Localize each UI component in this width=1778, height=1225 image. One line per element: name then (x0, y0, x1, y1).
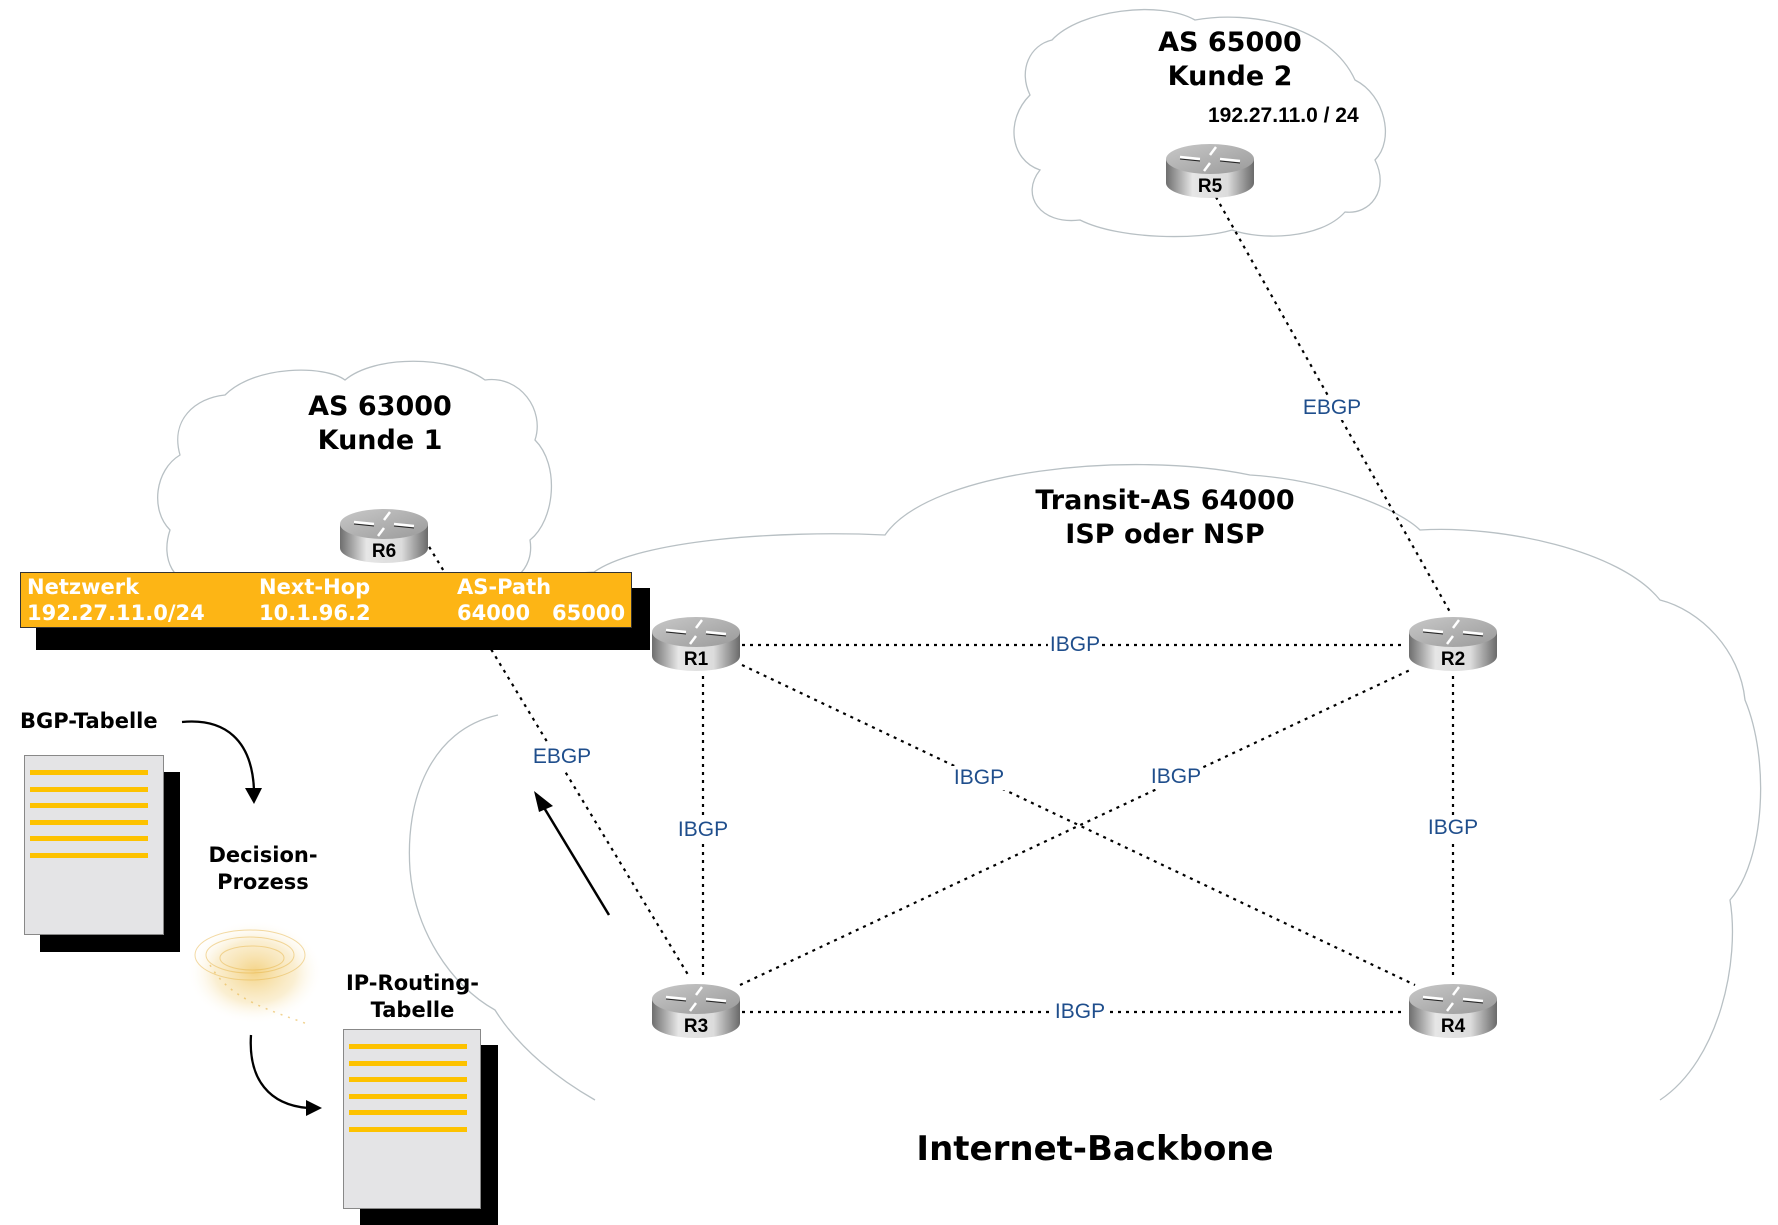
router-label: R6 (371, 541, 397, 562)
router-label: R4 (1440, 1016, 1466, 1037)
link-label-r3-r2: IBGP (1148, 765, 1204, 789)
router-icon (652, 984, 740, 1038)
cell-network: 192.27.11.0/24 (27, 601, 205, 625)
decision-line1: Decision- (208, 843, 318, 867)
router-label: R2 (1440, 649, 1466, 670)
header-as-path: AS-Path (457, 575, 552, 599)
as-number: Transit-AS 64000 (1035, 485, 1295, 516)
router-icon (652, 617, 740, 671)
decision-process-title: Decision- Prozess (198, 842, 328, 897)
header-next-hop: Next-Hop (259, 575, 371, 599)
routing-table-document-icon (343, 1029, 481, 1209)
provider-type: ISP oder NSP (1065, 518, 1265, 550)
router-label: R3 (683, 1016, 709, 1037)
router-icon (1409, 617, 1497, 671)
routing-line1: IP-Routing- (345, 971, 480, 995)
header-network: Netzwerk (27, 575, 140, 599)
bgp-entry-table: Netzwerk Next-Hop AS-Path 192.27.11.0/24… (20, 572, 632, 628)
link-label-r6-r3: EBGP (530, 745, 594, 769)
arrow-head-routing (306, 1100, 322, 1116)
router-label: R5 (1197, 176, 1223, 197)
cloud-kunde1-title: AS 63000 Kunde 1 (260, 390, 500, 458)
router-r3[interactable]: R3 (650, 979, 742, 1041)
decision-swirl-icon (187, 920, 323, 1026)
link-label-r5-r2: EBGP (1300, 396, 1364, 420)
link-label-r1-r2: IBGP (1047, 633, 1103, 657)
router-r5[interactable]: R5 (1164, 139, 1256, 201)
curved-arrow-icon (181, 720, 309, 1110)
link-label-r1-r4: IBGP (951, 766, 1007, 790)
link-label-r3-r4: IBGP (1052, 1000, 1108, 1024)
backbone-title: Internet-Backbone (916, 1129, 1274, 1169)
router-icon (1409, 984, 1497, 1038)
router-icon (340, 509, 428, 563)
cloud-kunde2 (1013, 9, 1387, 238)
router-icon (1166, 144, 1254, 198)
customer-name: Kunde 2 (1167, 60, 1293, 92)
cell-next-hop: 10.1.96.2 (259, 601, 371, 625)
link-label-r2-r4: IBGP (1425, 816, 1481, 840)
routing-table-title: IP-Routing- Tabelle (340, 970, 485, 1025)
cloud-kunde1 (157, 360, 552, 587)
router-r2[interactable]: R2 (1407, 612, 1499, 674)
link-r3-r2 (739, 669, 1411, 986)
customer-name: Kunde 1 (317, 424, 443, 456)
cloud-kunde2-title: AS 65000 Kunde 2 (1110, 26, 1350, 94)
link-r6-r3 (424, 539, 691, 979)
as-number: AS 65000 (1158, 27, 1302, 58)
routing-line2: Tabelle (370, 998, 455, 1023)
cell-as-path: 64000 65000 (457, 601, 626, 625)
router-label: R1 (683, 649, 709, 670)
as-number: AS 63000 (308, 391, 452, 422)
bgp-table-title: BGP-Tabelle (20, 709, 158, 733)
network-prefix: 192.27.11.0 / 24 (1208, 104, 1359, 127)
router-r4[interactable]: R4 (1407, 979, 1499, 1041)
cloud-transit-title: Transit-AS 64000 ISP oder NSP (1000, 484, 1330, 552)
link-label-r1-r3: IBGP (675, 818, 731, 842)
router-r1[interactable]: R1 (650, 612, 742, 674)
bgp-table-document-icon (24, 755, 164, 935)
router-r6[interactable]: R6 (338, 504, 430, 566)
advertise-arrow-icon (534, 791, 611, 916)
arrow-head-decision (245, 788, 262, 804)
decision-line2: Prozess (217, 870, 309, 895)
